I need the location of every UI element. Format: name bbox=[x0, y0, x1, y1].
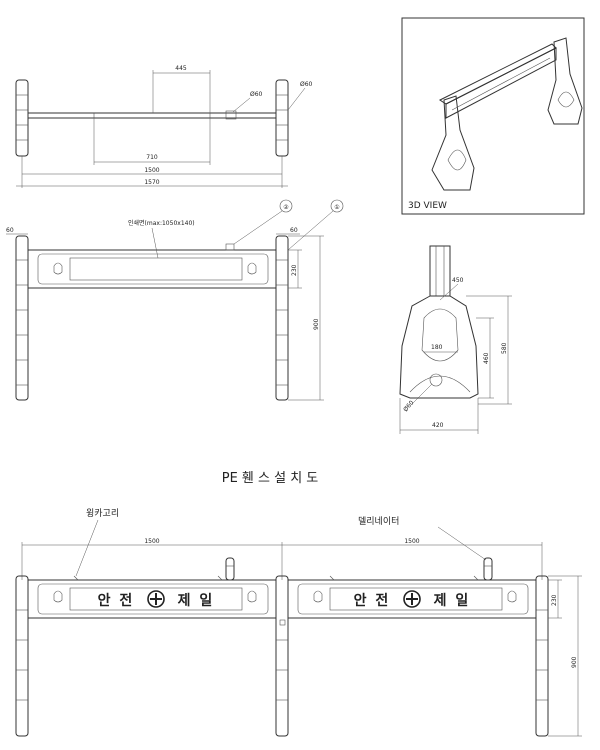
install-view: 윙카고리 델리네이터 1500 1500 안 전 bbox=[15, 508, 582, 737]
front-print-area bbox=[69, 257, 243, 281]
dim-420: 420 bbox=[432, 422, 444, 429]
dim-phi60-a: Ø60 bbox=[250, 91, 263, 98]
view-3d-right-stand bbox=[547, 37, 583, 125]
dim-phi60-side: Ø60 bbox=[402, 399, 415, 413]
panel-left-text-1: 안 전 bbox=[98, 592, 135, 609]
dim-60-left: 60 bbox=[6, 227, 14, 234]
dim-1570: 1570 bbox=[144, 179, 159, 186]
panel-right-text-1: 안 전 bbox=[354, 592, 391, 609]
top-view-left-post bbox=[15, 79, 29, 157]
print-area-label: 인쇄면(max:1050x140) bbox=[128, 219, 195, 227]
dim-900: 900 bbox=[313, 318, 320, 330]
dim-230: 230 bbox=[291, 264, 298, 276]
dim-710: 710 bbox=[146, 154, 158, 161]
side-stand-body bbox=[399, 295, 479, 399]
view-3d: 3D VIEW bbox=[401, 17, 585, 215]
panel-left-cross-icon bbox=[147, 590, 165, 608]
callout-1: ① bbox=[334, 204, 339, 211]
front-view: 인쇄면(max:1050x140) ② ① 60 60 230 900 bbox=[6, 199, 344, 401]
dim-phi60-b: Ø60 bbox=[300, 81, 313, 88]
delineator-right bbox=[483, 557, 493, 581]
view-3d-left-stand bbox=[431, 95, 475, 191]
dim-445: 445 bbox=[175, 65, 187, 72]
view-3d-panel-front bbox=[445, 47, 557, 119]
delineator-left bbox=[225, 557, 235, 581]
front-left-post bbox=[15, 235, 29, 401]
label-delineator: 델리네이터 bbox=[358, 515, 399, 527]
panel-right-text-2: 제 일 bbox=[434, 593, 471, 609]
panel-right-cross-icon bbox=[403, 590, 421, 608]
dim-900-install: 900 bbox=[571, 656, 578, 668]
dim-450: 450 bbox=[452, 277, 464, 284]
front-right-post bbox=[275, 235, 289, 401]
side-view: 450 180 460 580 420 Ø60 bbox=[399, 245, 512, 434]
view-3d-label: 3D VIEW bbox=[408, 201, 447, 211]
panel-left-text-2: 제 일 bbox=[178, 593, 215, 609]
front-panel bbox=[27, 249, 277, 289]
install-panel-right bbox=[287, 579, 537, 619]
dim-1500-left: 1500 bbox=[144, 538, 159, 545]
side-post-top bbox=[429, 245, 451, 297]
install-panel-left bbox=[27, 579, 277, 619]
top-view: 445 710 1500 1570 Ø60 Ø60 bbox=[15, 65, 313, 188]
dim-180: 180 bbox=[431, 344, 443, 351]
top-view-panel bbox=[27, 112, 277, 119]
view-3d-frame bbox=[401, 17, 585, 215]
dim-1500: 1500 bbox=[144, 167, 159, 174]
dim-1500-right: 1500 bbox=[404, 538, 419, 545]
dim-230-install: 230 bbox=[551, 594, 558, 606]
callout-1-circle bbox=[330, 199, 344, 213]
side-bolt bbox=[429, 373, 443, 387]
label-hook: 윙카고리 bbox=[86, 508, 119, 519]
install-post-2 bbox=[275, 575, 289, 737]
dim-580: 580 bbox=[501, 342, 508, 354]
install-post-1 bbox=[15, 575, 29, 737]
dim-460: 460 bbox=[483, 352, 490, 364]
top-view-right-post bbox=[275, 79, 289, 157]
top-view-delineator bbox=[225, 110, 237, 120]
callout-2: ② bbox=[283, 204, 289, 211]
callout-2-circle bbox=[279, 199, 293, 213]
install-post-3 bbox=[535, 575, 549, 737]
drawing-title: PE 휀 스 설 치 도 bbox=[222, 471, 319, 486]
dim-60-right: 60 bbox=[290, 227, 298, 234]
